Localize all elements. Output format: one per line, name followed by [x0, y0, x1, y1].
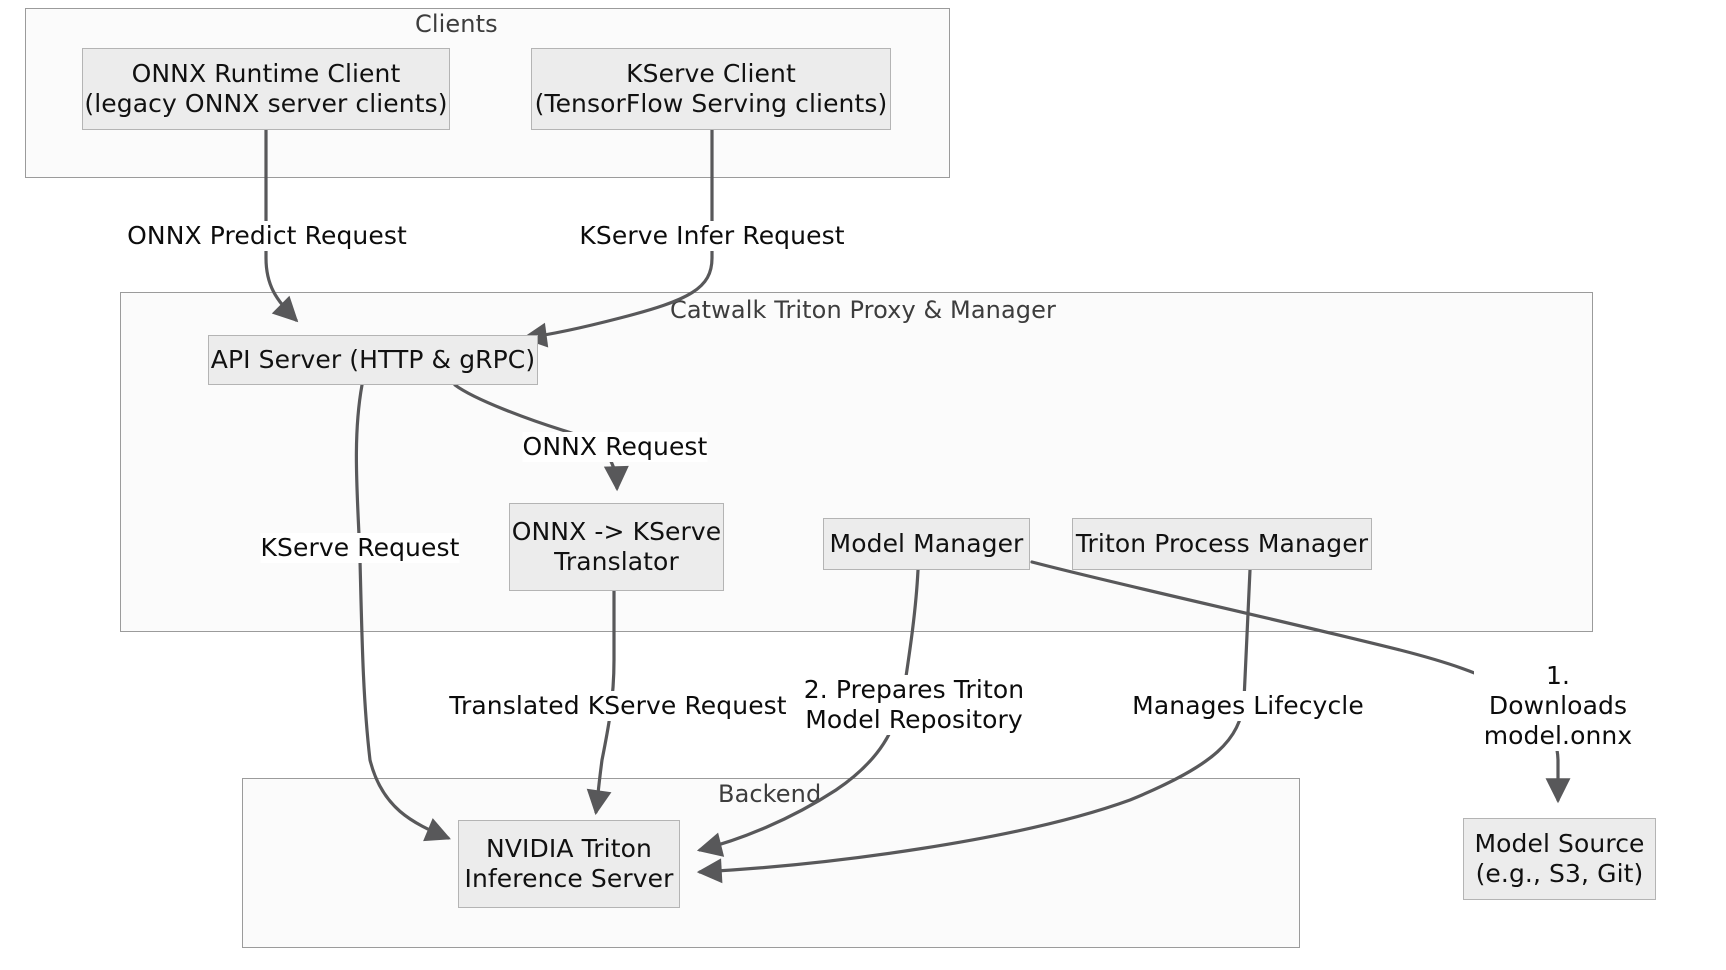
- node-kserve-client[interactable]: KServe Client (TensorFlow Serving client…: [531, 48, 891, 130]
- edge-label-translated-kserve-request: Translated KServe Request: [449, 691, 787, 721]
- edge-label-kserve-infer-request: KServe Infer Request: [579, 221, 845, 251]
- cluster-backend-title: Backend: [718, 780, 822, 808]
- node-triton-process-manager[interactable]: Triton Process Manager: [1072, 518, 1372, 570]
- node-nvidia-triton-inference-server[interactable]: NVIDIA Triton Inference Server: [458, 820, 680, 908]
- edge-label-manages-lifecycle: Manages Lifecycle: [1132, 691, 1364, 721]
- node-model-manager[interactable]: Model Manager: [823, 518, 1030, 570]
- node-onnx-runtime-client[interactable]: ONNX Runtime Client (legacy ONNX server …: [82, 48, 450, 130]
- node-model-source[interactable]: Model Source (e.g., S3, Git): [1463, 818, 1656, 900]
- edge-label-onnx-predict-request: ONNX Predict Request: [127, 221, 407, 251]
- edge-label-kserve-request: KServe Request: [260, 533, 460, 563]
- node-onnx-kserve-translator[interactable]: ONNX -> KServe Translator: [509, 503, 724, 591]
- edge-label-onnx-request: ONNX Request: [522, 432, 708, 462]
- node-api-server[interactable]: API Server (HTTP & gRPC): [208, 335, 538, 385]
- edge-label-prepares-model-repository: 2. Prepares Triton Model Repository: [803, 675, 1025, 735]
- edge-label-downloads-model-onnx: 1. Downloads model.onnx: [1474, 661, 1642, 751]
- cluster-catwalk-title: Catwalk Triton Proxy & Manager: [670, 296, 1056, 324]
- cluster-clients-title: Clients: [415, 10, 498, 38]
